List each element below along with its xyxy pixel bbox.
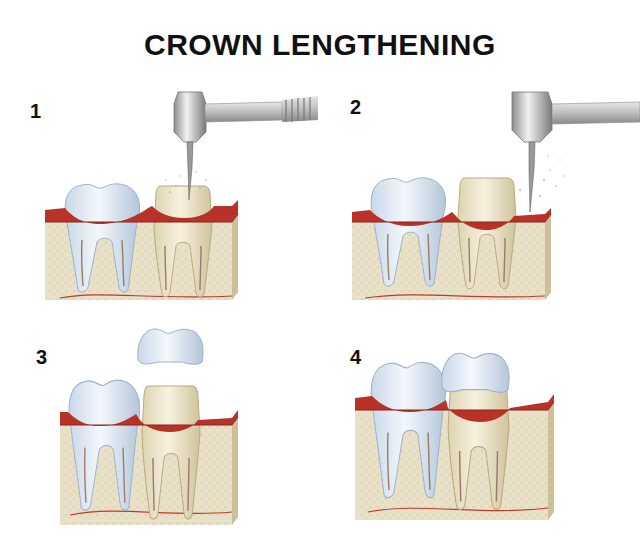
panel-3: [60, 329, 238, 525]
panel-2: [352, 92, 640, 300]
diagram-title: CROWN LENGTHENING: [144, 28, 496, 62]
callout-number: 3: [36, 346, 47, 369]
panel-4: [355, 353, 554, 520]
callout-number: 1: [30, 100, 41, 123]
callout-number: 2: [350, 96, 361, 119]
callout-number: 4: [350, 346, 361, 369]
panel-1: [45, 92, 318, 300]
